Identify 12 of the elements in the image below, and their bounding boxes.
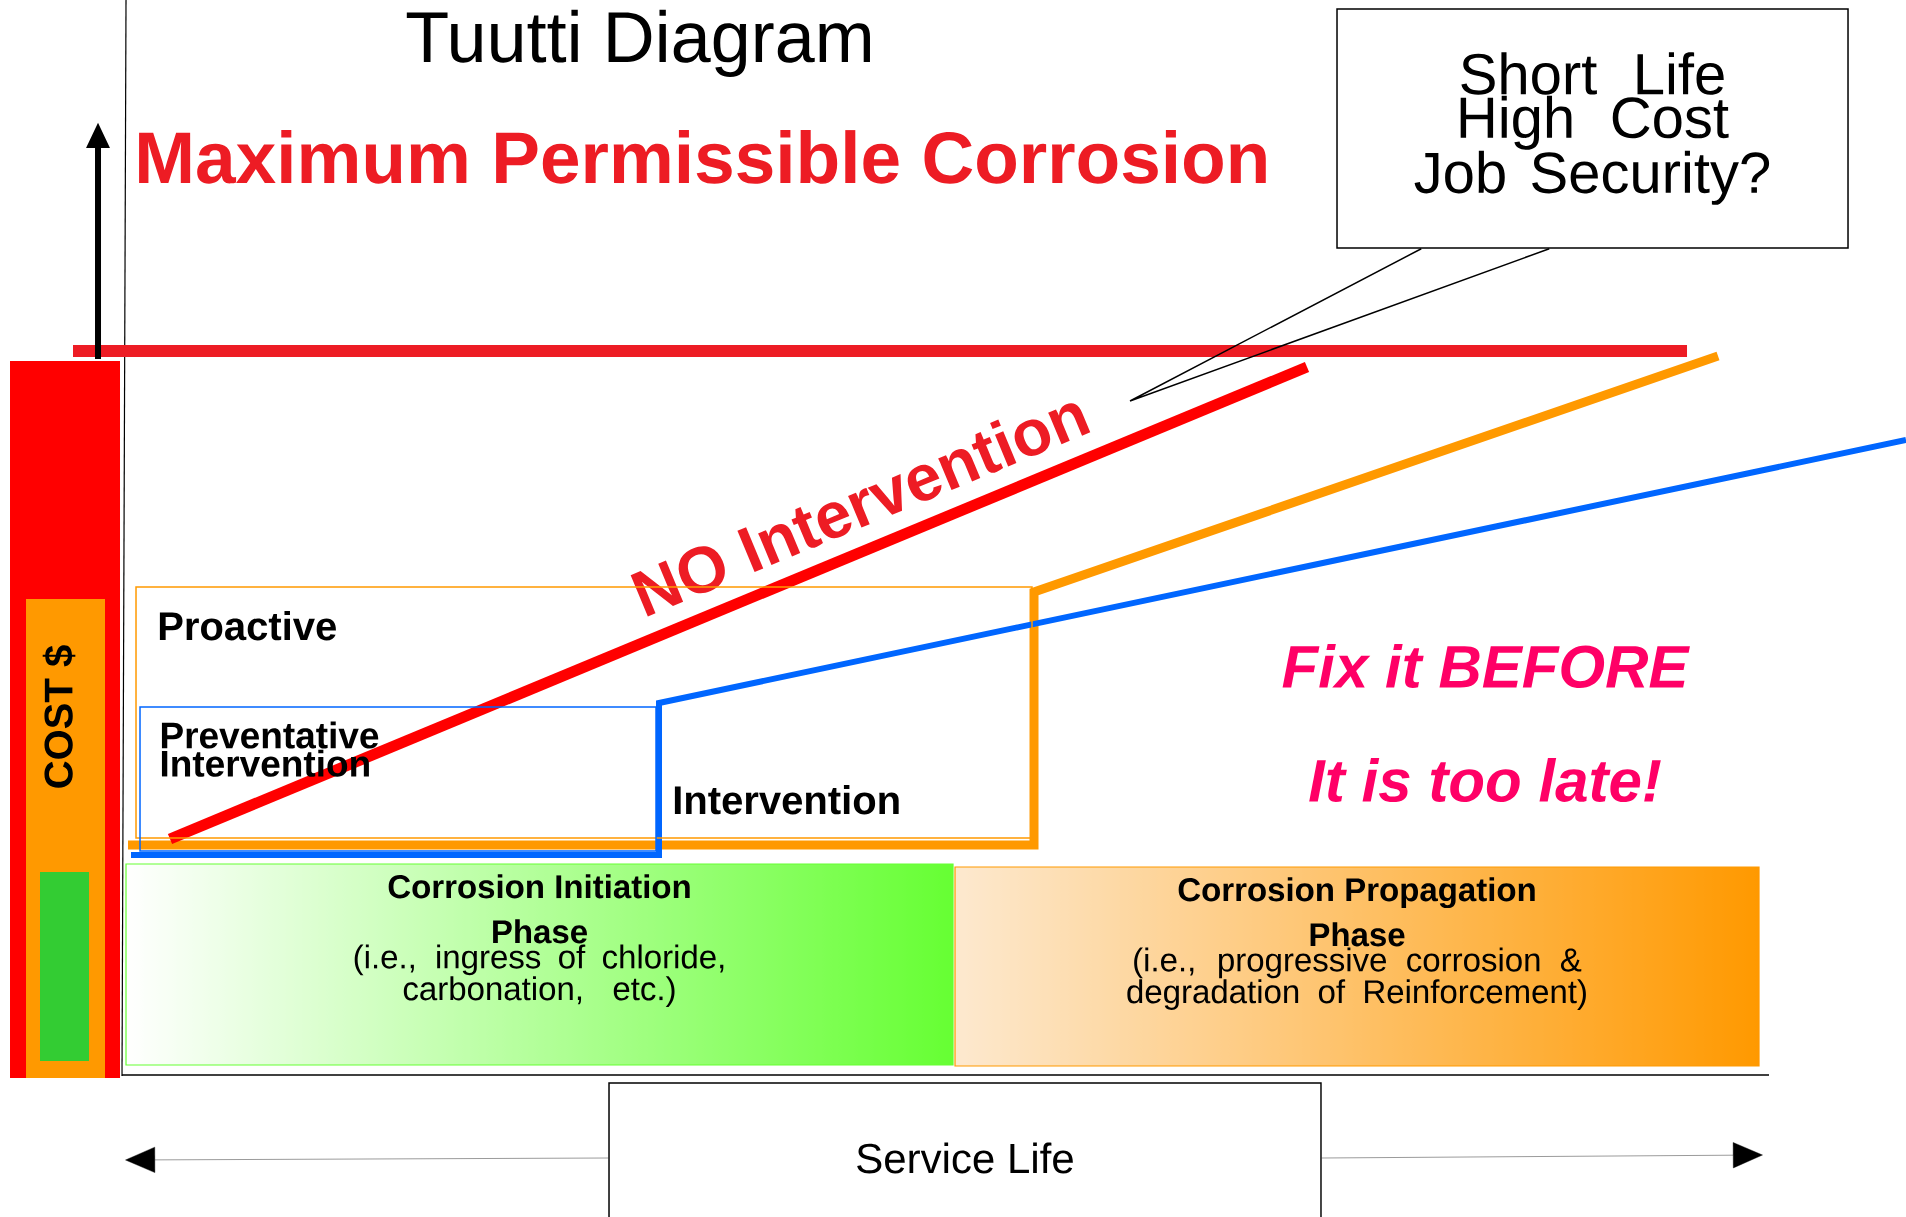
phase-box: Corrosion Propagation Phase (i.e., progressive corrosion & degradation of Reinforcement): [954, 866, 1760, 1067]
arrow: [1321, 1142, 1763, 1169]
note: It is too late!: [1309, 757, 1661, 802]
service-life-box: Service Life: [608, 1082, 1322, 1217]
title: Tuutti Diagram: [406, 9, 870, 77]
limit-label: Maximum Permissible Corrosion: [139, 130, 1266, 184]
leader-line: [1129, 248, 1550, 402]
phase-box: Corrosion Initiation Phase (i.e., ingress of chloride, carbonation, etc.): [125, 863, 954, 1066]
note: Fix it BEFORE: [1282, 643, 1690, 688]
cost-bar: COST $: [10, 361, 120, 1078]
arrow: [125, 1146, 609, 1173]
callout-box: Short Life High Cost Job Security?: [1336, 8, 1849, 249]
